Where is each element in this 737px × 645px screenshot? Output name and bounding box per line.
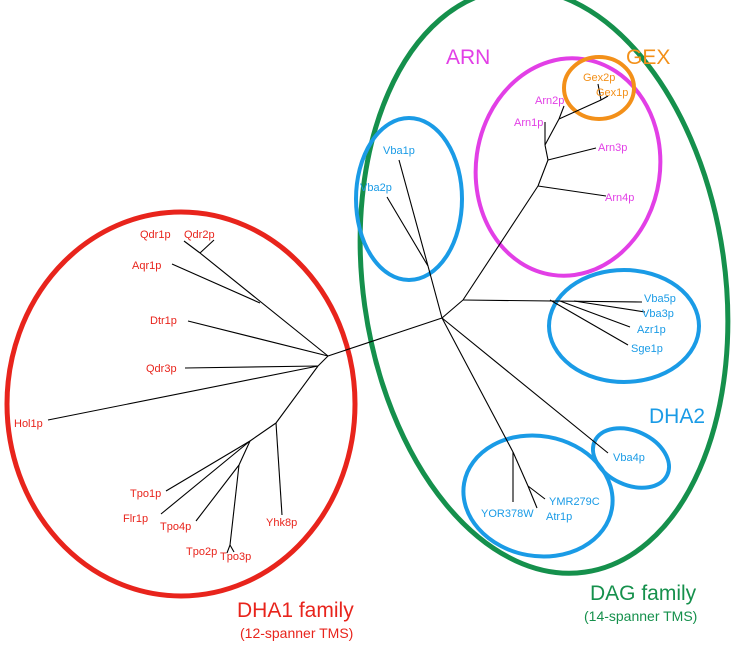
leaf-label-vba3p: Vba3p (642, 308, 674, 320)
leaf-label-atr1p: Atr1p (546, 511, 572, 523)
dha1-family-ellipse (4, 209, 358, 599)
leaf-label-tpo2p: Tpo2p (186, 546, 217, 558)
leaf-label-qdr1p: Qdr1p (140, 229, 171, 241)
leaf-label-dtr1p: Dtr1p (150, 315, 177, 327)
leaf-label-gex2p: Gex2p (583, 72, 615, 84)
gex-group-ellipse (562, 55, 636, 121)
vba5-cluster-ellipse (547, 268, 701, 384)
tree-branches (47, 83, 646, 554)
leaf-label-hol1p: Hol1p (14, 418, 43, 430)
dag-family-ellipse (357, 0, 731, 576)
vba4-ellipse (590, 426, 672, 490)
leaf-label-arn2p: Arn2p (535, 95, 564, 107)
dha2-group-label: DHA2 (649, 405, 705, 428)
leaf-label-yor378w: YOR378W (481, 508, 534, 520)
leaf-label-flr1p: Flr1p (123, 513, 148, 525)
leaf-label-tpo1p: Tpo1p (130, 488, 161, 500)
leaf-label-arn1p: Arn1p (514, 117, 543, 129)
leaf-label-azr1p: Azr1p (637, 324, 666, 336)
dag-family-title: DAG family (590, 582, 697, 605)
leaf-label-qdr3p: Qdr3p (146, 363, 177, 375)
gex-group-label: GEX (626, 46, 670, 69)
leaf-label-gex1p: Gex1p (596, 87, 628, 99)
leaf-label-yhk8p: Yhk8p (266, 517, 297, 529)
leaf-label-ymr279c: YMR279C (549, 496, 600, 508)
leaf-label-tpo3p: Tpo3p (220, 551, 251, 563)
leaf-label-vba5p: Vba5p (644, 293, 676, 305)
leaf-label-sge1p: Sge1p (631, 343, 663, 355)
leaf-label-vba4p: Vba4p (613, 452, 645, 464)
dag-family-subtitle: (14-spanner TMS) (584, 608, 697, 624)
vba1-vba2-ellipse (354, 116, 464, 282)
arn-group-ellipse (473, 56, 663, 278)
leaf-label-arn4p: Arn4p (605, 192, 634, 204)
atr1-cluster-ellipse (461, 433, 615, 559)
leaf-label-vba1p: Vba1p (383, 145, 415, 157)
leaf-label-qdr2p: Qdr2p (184, 229, 215, 241)
leaf-label-tpo4p: Tpo4p (160, 521, 191, 533)
dha1-family-subtitle: (12-spanner TMS) (240, 625, 353, 641)
dha1-family-title: DHA1 family (237, 599, 354, 622)
leaf-label-vba2p: Vba2p (360, 182, 392, 194)
leaf-label-aqr1p: Aqr1p (132, 260, 161, 272)
leaf-label-arn3p: Arn3p (598, 142, 627, 154)
arn-group-label: ARN (446, 46, 490, 69)
